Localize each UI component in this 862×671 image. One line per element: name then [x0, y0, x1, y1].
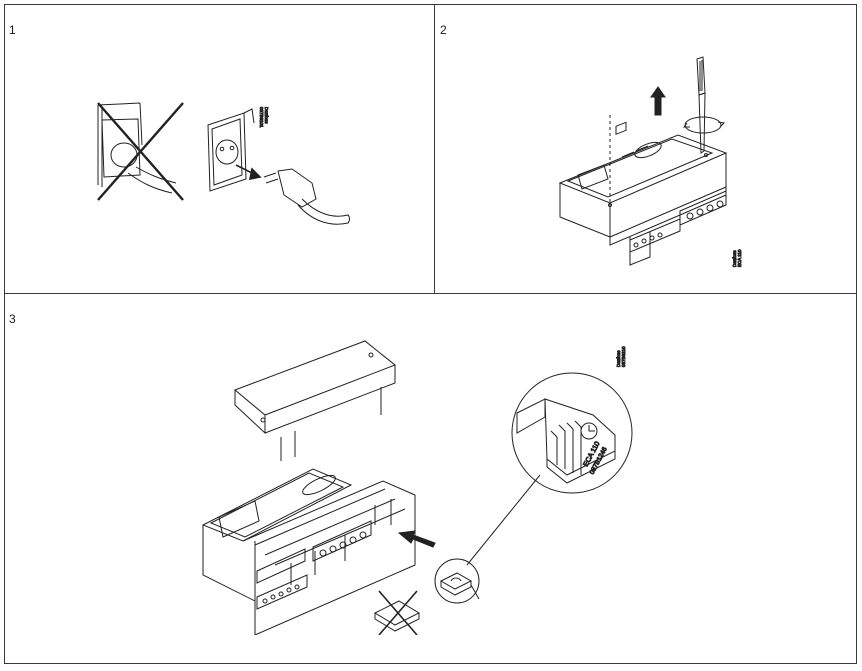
panel-3-brand-code: Danfoss 087B6210: [616, 345, 627, 367]
panel-1-unplug-illustration: Danfoss 087B6101: [80, 95, 380, 235]
forbidden-cross-icon: [97, 102, 184, 201]
panel-2-brand-line-2: ECA 110: [737, 249, 742, 267]
terminal-rows: [256, 520, 372, 610]
terminal-block: [629, 190, 727, 253]
instruction-sheet: [4, 4, 857, 664]
controller-base-open: [201, 468, 416, 635]
panel-2-brand-code: Danfoss ECA 110: [732, 249, 743, 268]
panel-3-brand-line-2: 087B6210: [621, 346, 626, 367]
key-label: ECA 110 087B1246: [582, 440, 609, 476]
wrong-key-crossed: [373, 590, 421, 635]
insert-arrow-icon: [397, 530, 436, 548]
lift-arrow-icon: [650, 86, 666, 116]
panel-divider-vertical: [434, 4, 435, 294]
panel-2-open-lid-illustration: Danfoss ECA 110: [550, 55, 750, 280]
panel-1-brand-line-1: Danfoss: [264, 107, 269, 124]
removal-arrow-icon: [235, 164, 262, 181]
magnified-key-callout: [511, 372, 633, 494]
panel-3-insert-key-illustration: ECA 110 087B1246 Danfoss 087B6210: [195, 335, 645, 635]
panel-divider-horizontal: [4, 293, 857, 294]
step-number-3: 3: [9, 312, 16, 326]
step-number-1: 1: [9, 23, 16, 37]
controller-unit: [558, 115, 728, 266]
panel-1-brand-code: Danfoss 087B6101: [259, 107, 270, 129]
step-number-2: 2: [440, 23, 447, 37]
screwdriver-icon: [683, 56, 726, 154]
small-key-callout: [434, 474, 541, 604]
panel-3-brand-line-1: Danfoss: [616, 350, 621, 367]
panel-2-brand-line-1: Danfoss: [732, 250, 737, 267]
mains-plug: [263, 168, 350, 225]
old-socket-wall: [97, 102, 177, 194]
panel-1-brand-line-2: 087B6101: [259, 107, 264, 128]
wall-socket: [207, 108, 255, 192]
removed-lid: [234, 340, 396, 461]
